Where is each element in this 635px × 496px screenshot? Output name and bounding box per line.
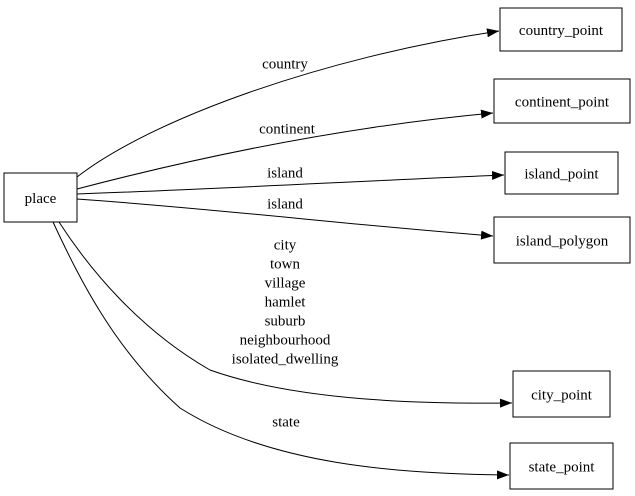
node-box-place <box>3 172 78 223</box>
node-country_point: country_point <box>499 7 623 52</box>
node-label-country_point: country_point <box>519 23 604 39</box>
node-box-country_point <box>499 7 623 52</box>
edge-label-island: island <box>267 196 303 212</box>
edge-place-to-island_polygon <box>76 198 494 240</box>
edge-label-neighbourhood: neighbourhood <box>240 332 331 348</box>
edge-label-town: town <box>270 256 301 272</box>
node-place: place <box>3 172 78 223</box>
node-continent_point: continent_point <box>493 78 631 124</box>
edge-label-state: state <box>272 414 300 430</box>
node-label-city_point: city_point <box>531 387 593 403</box>
edge-label-isolated_dwelling: isolated_dwelling <box>232 351 339 367</box>
node-state_point: state_point <box>509 442 614 490</box>
node-city_point: city_point <box>512 370 611 418</box>
edge-place-to-island_point <box>76 171 505 195</box>
node-box-state_point <box>509 442 614 490</box>
node-label-island_point: island_point <box>524 166 599 182</box>
node-box-city_point <box>512 370 611 418</box>
edge-label-suburb: suburb <box>265 313 306 329</box>
node-island_polygon: island_polygon <box>493 216 631 264</box>
edge-place-to-country_point <box>76 28 500 178</box>
node-box-continent_point <box>493 78 631 124</box>
edge-place-to-state_point <box>52 221 510 480</box>
node-label-continent_point: continent_point <box>515 94 610 110</box>
edge-place-to-continent_point <box>76 109 494 190</box>
edge-label-island: island <box>267 165 303 181</box>
edge-label-continent: continent <box>259 121 316 137</box>
node-label-place: place <box>25 191 57 207</box>
node-label-state_point: state_point <box>529 459 596 475</box>
node-box-island_polygon <box>493 216 631 264</box>
edge-label-village: village <box>265 275 306 291</box>
edges-layer: country continent island island city town vill… <box>52 28 513 480</box>
node-island_point: island_point <box>504 151 619 195</box>
edge-label-country: country <box>262 56 308 72</box>
edge-label-city: city <box>274 237 297 253</box>
nodes-layer: place country_point continent_point island_… <box>3 7 631 490</box>
edge-label-hamlet: hamlet <box>265 294 307 310</box>
edge-place-to-city_point <box>58 221 513 408</box>
node-label-island_polygon: island_polygon <box>516 233 609 249</box>
node-box-island_point <box>504 151 619 195</box>
